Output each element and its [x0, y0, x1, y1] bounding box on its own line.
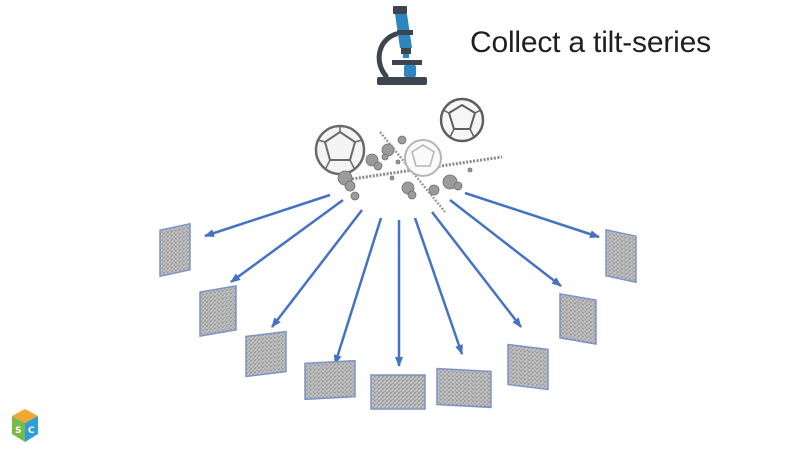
microscope-icon	[376, 6, 427, 85]
projection-arrow	[464, 191, 600, 239]
projection-arrow	[413, 217, 464, 355]
projection-arrow	[271, 209, 363, 328]
sample-assembly-icon	[314, 97, 503, 213]
tilt-image	[559, 292, 597, 346]
logo-letter-s: S	[15, 426, 21, 436]
cage-right	[439, 97, 485, 143]
cage-center	[404, 139, 442, 177]
tilt-image	[436, 367, 492, 409]
logo-cube-icon: S C	[12, 409, 38, 442]
tilt-image	[370, 374, 426, 410]
slide-title: Collect a tilt-series	[470, 26, 711, 59]
projection-arrow	[333, 217, 383, 365]
tilt-image	[199, 284, 237, 338]
projection-arrow	[204, 193, 331, 238]
tilt-image	[605, 228, 637, 284]
cage-left	[314, 124, 366, 176]
tilt-series-images	[159, 222, 637, 410]
tilt-image	[507, 343, 549, 391]
projection-arrow	[449, 199, 562, 287]
particle-cluster	[337, 135, 473, 201]
projection-arrow	[431, 211, 522, 328]
logo-letter-c: C	[28, 426, 35, 436]
tilt-image	[304, 359, 356, 401]
projection-arrow	[230, 198, 344, 284]
projection-arrows	[204, 191, 600, 367]
tilt-image	[159, 222, 191, 278]
tilt-image	[245, 330, 287, 378]
